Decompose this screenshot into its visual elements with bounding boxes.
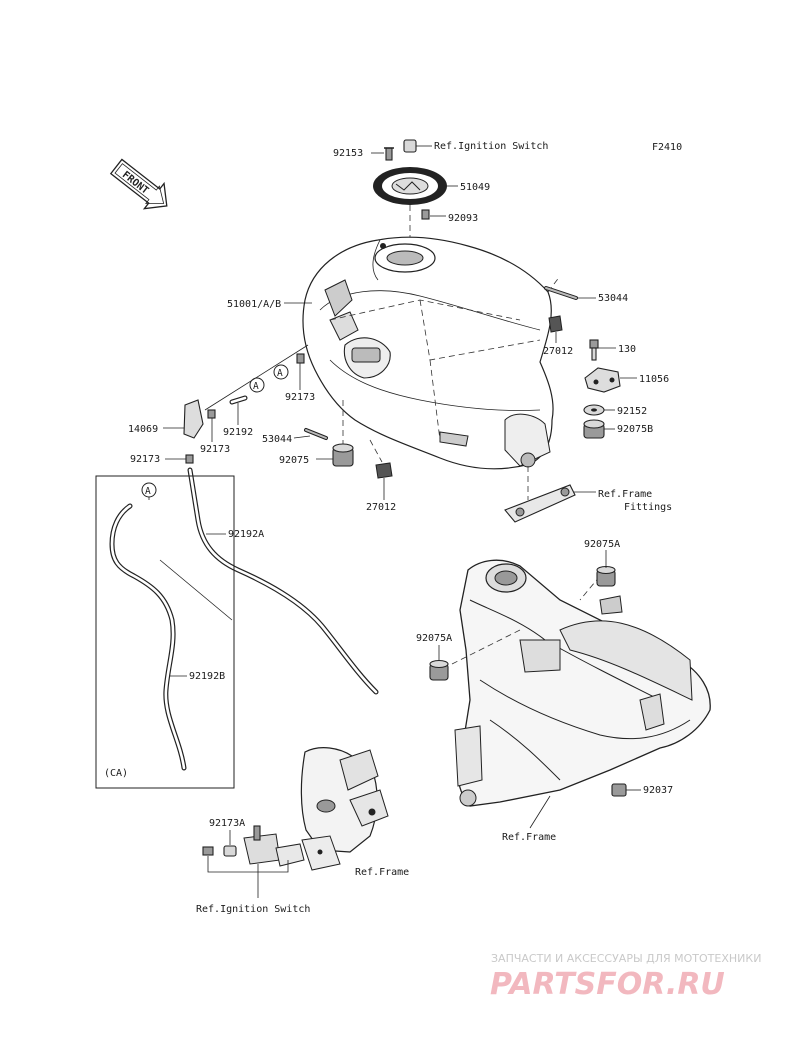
callout-92192: 92192 xyxy=(223,427,253,438)
watermark-brand: PARTSFOR.RU xyxy=(490,967,725,1002)
damper-92075a-upper xyxy=(596,565,616,587)
hose-92192a xyxy=(187,467,379,695)
ref-frame-fittings-line2: Fittings xyxy=(624,502,672,513)
fuel-tank-51001 xyxy=(302,236,561,470)
ref-ignition-switch-bottom: Ref.Ignition Switch xyxy=(196,904,310,915)
callout-92173-upper: 92173 xyxy=(285,392,315,403)
callout-92075b: 92075B xyxy=(617,424,653,435)
callout-27012-bottom: 27012 xyxy=(366,502,396,513)
ca-variant-inset: A xyxy=(95,475,235,789)
diagram-code: F2410 xyxy=(652,142,682,153)
callout-92173a: 92173A xyxy=(209,818,245,829)
bracket-11056 xyxy=(584,367,621,393)
ref-frame-fittings-line1: Ref.Frame xyxy=(598,489,652,500)
ref-frame-lower: Ref.Frame xyxy=(355,867,409,878)
svg-text:A: A xyxy=(253,381,259,392)
clamp-92173-upper xyxy=(296,353,305,364)
screw-92093 xyxy=(421,209,430,220)
callout-92153: 92153 xyxy=(333,148,363,159)
clamp-92173-mid xyxy=(207,409,216,419)
callout-92037: 92037 xyxy=(643,785,673,796)
callout-92192b: 92192B xyxy=(189,671,225,682)
marker-a-1: A xyxy=(273,364,289,380)
ignition-switch-bottom xyxy=(202,825,305,867)
part-92037 xyxy=(611,783,627,797)
label-27012-right xyxy=(548,315,563,333)
svg-text:A: A xyxy=(277,368,283,379)
callout-53044-left: 53044 xyxy=(262,434,292,445)
pad-53044-left xyxy=(304,428,328,440)
damper-92075 xyxy=(332,443,354,467)
callout-53044-right: 53044 xyxy=(598,293,628,304)
ref-ignition-switch-top: Ref.Ignition Switch xyxy=(434,141,548,152)
marker-a-2: A xyxy=(249,377,265,393)
cap-gasket-51049 xyxy=(373,167,447,205)
steering-head-frame xyxy=(300,747,389,871)
label-27012-bottom xyxy=(375,462,393,479)
ca-label: (CA) xyxy=(104,768,128,779)
cap-14069 xyxy=(183,399,204,439)
callout-92173-lower: 92173 xyxy=(130,454,160,465)
callout-51049: 51049 xyxy=(460,182,490,193)
frame-fittings-bracket xyxy=(504,484,576,523)
front-arrow-icon: FRONT xyxy=(109,158,168,210)
callout-27012-right: 27012 xyxy=(543,346,573,357)
ignition-switch-ref-top xyxy=(403,139,417,153)
callout-92152: 92152 xyxy=(617,406,647,417)
frame-assembly xyxy=(451,559,711,807)
callout-92173-mid: 92173 xyxy=(200,444,230,455)
ref-frame-right: Ref.Frame xyxy=(502,832,556,843)
pad-53044-right xyxy=(544,286,578,300)
callout-92075a-left: 92075A xyxy=(416,633,452,644)
callout-14069: 14069 xyxy=(128,424,158,435)
svg-text:A: A xyxy=(145,486,151,497)
damper-92075a-left xyxy=(429,659,449,681)
hose-92192 xyxy=(229,395,248,405)
callout-92093: 92093 xyxy=(448,213,478,224)
callout-11056: 11056 xyxy=(639,374,669,385)
bolt-92153 xyxy=(384,147,394,161)
watermark-tagline: ЗАПЧАСТИ И АКСЕССУАРЫ ДЛЯ МОТОТЕХНИКИ xyxy=(491,952,761,965)
bolt-130 xyxy=(589,339,599,361)
callout-92192a: 92192A xyxy=(228,529,264,540)
washer-92152 xyxy=(583,404,605,416)
clamp-92173-lower xyxy=(185,454,194,464)
damper-92075b xyxy=(583,419,605,439)
callout-92075: 92075 xyxy=(279,455,309,466)
callout-130: 130 xyxy=(618,344,636,355)
callout-51001: 51001/A/B xyxy=(227,299,281,310)
callout-92075a-upper: 92075A xyxy=(584,539,620,550)
